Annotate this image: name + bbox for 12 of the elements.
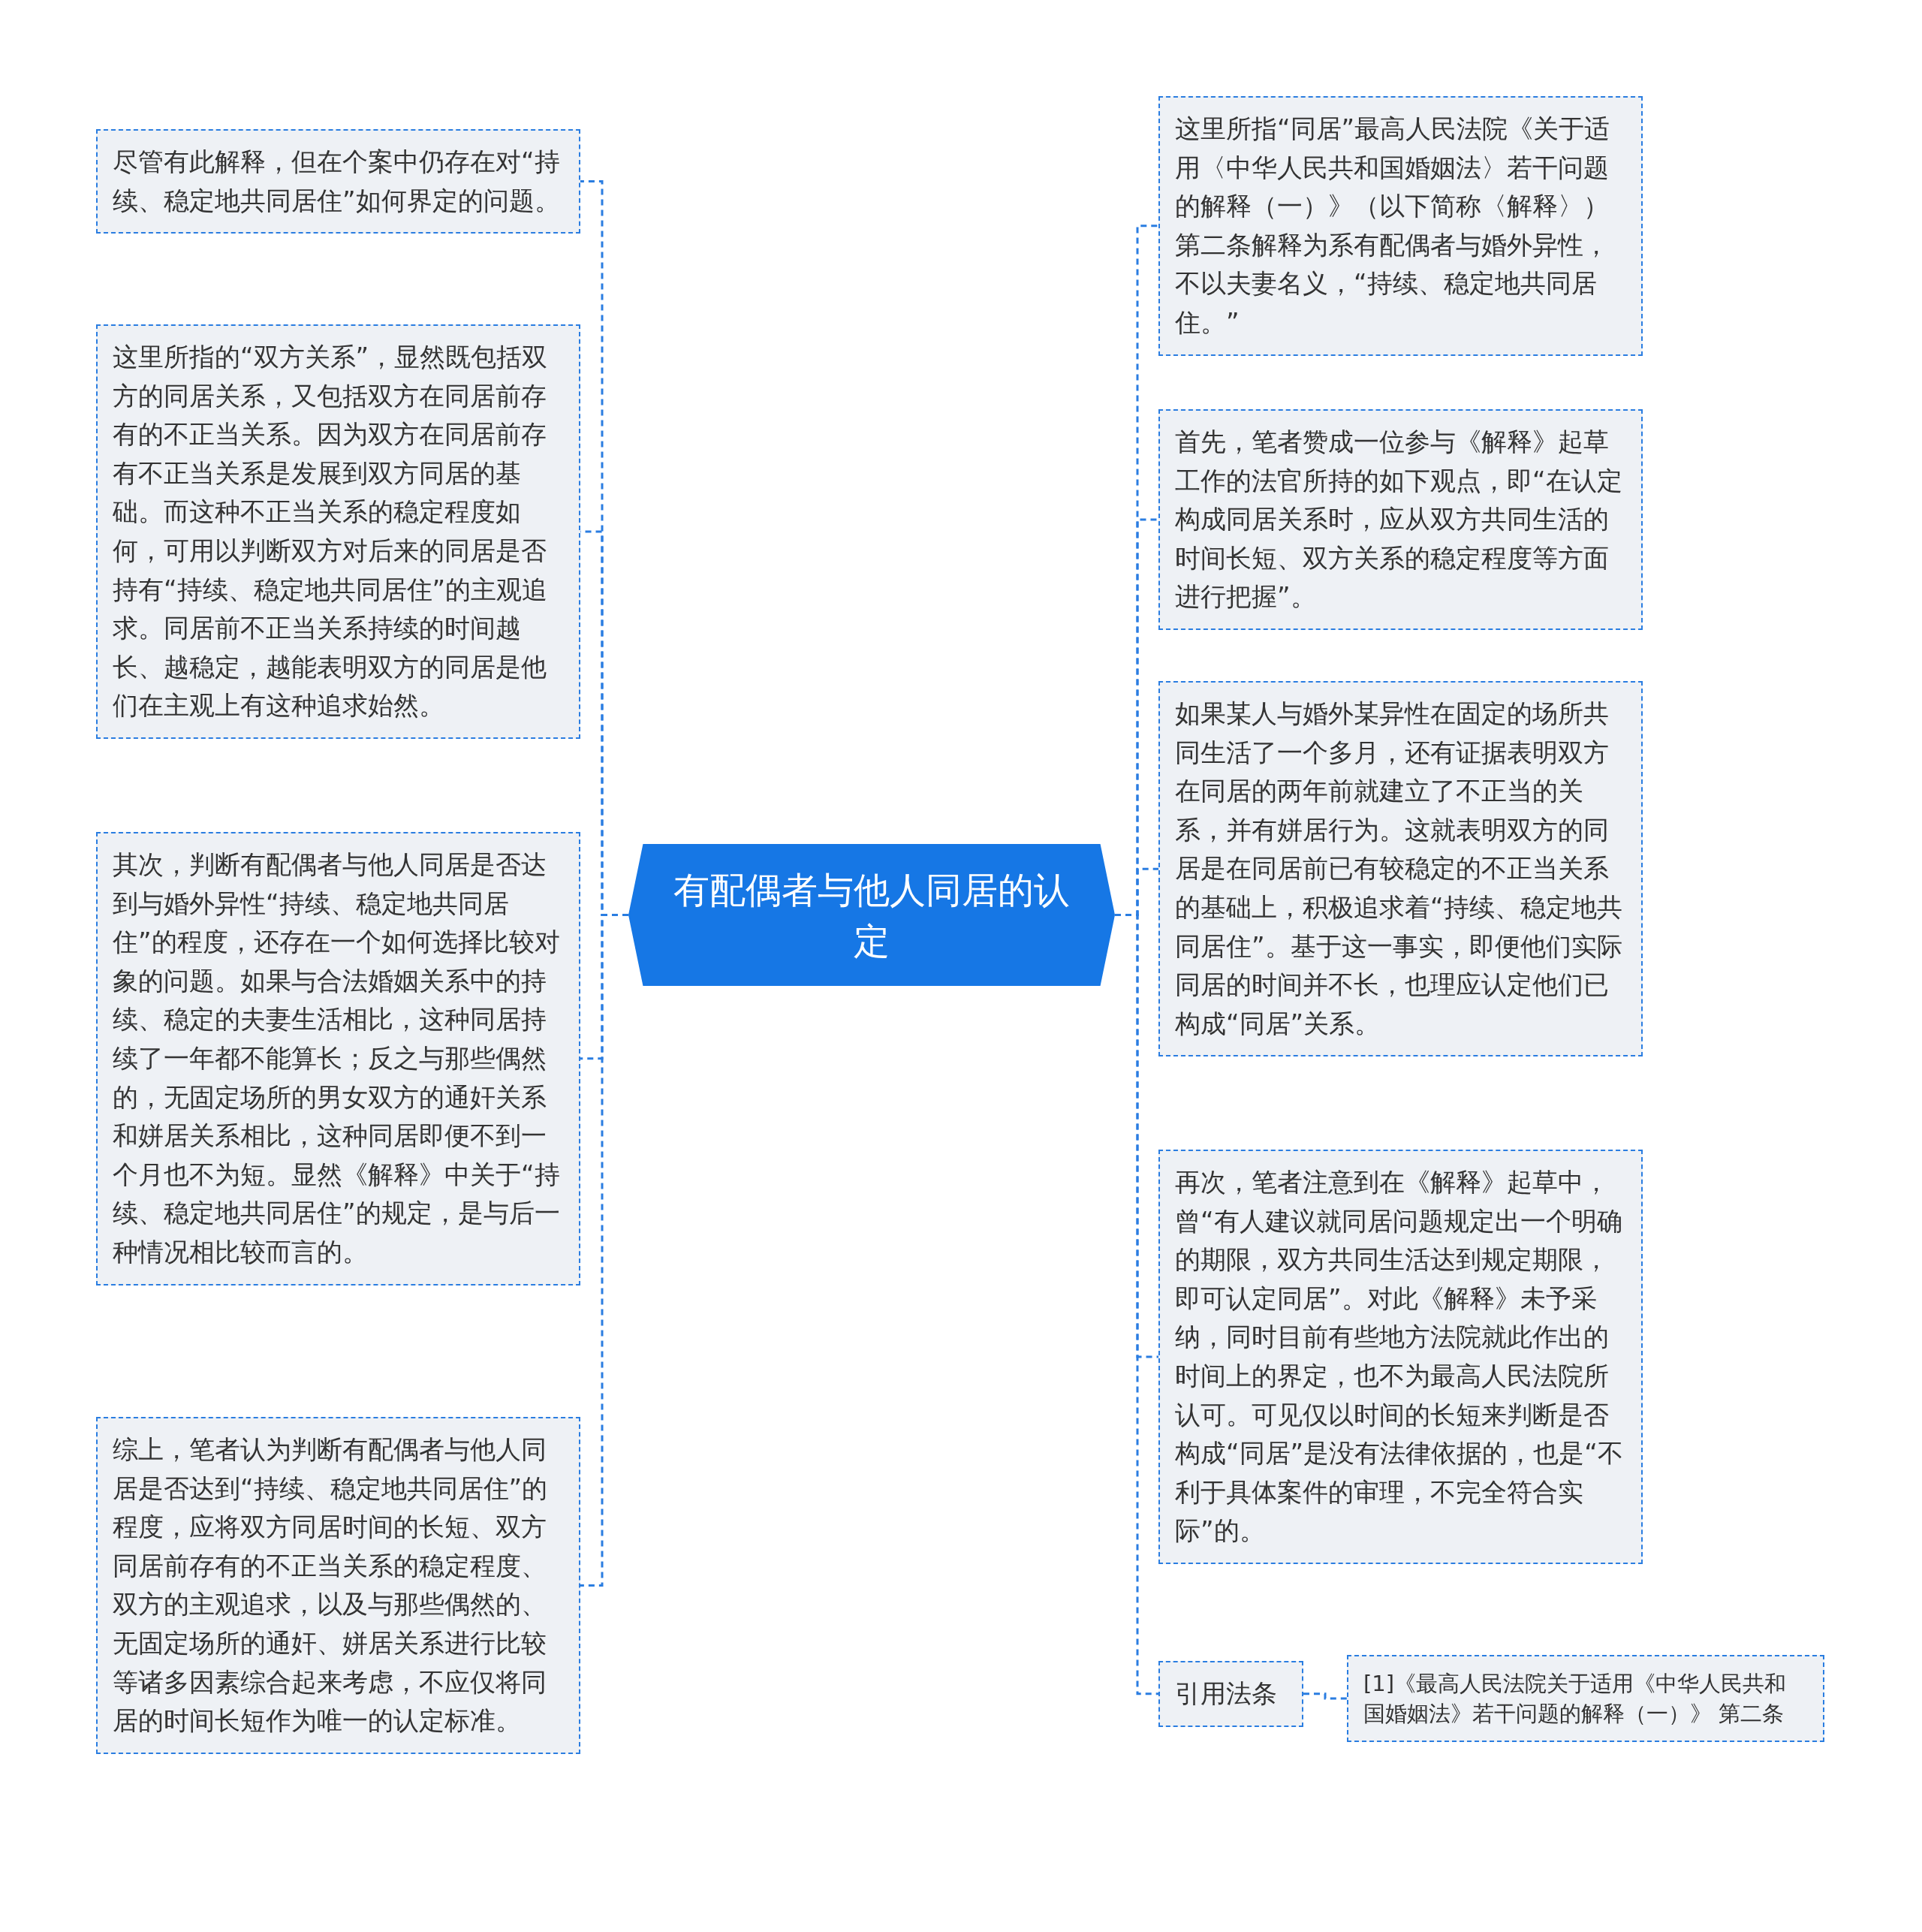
topic-card: 其次，判断有配偶者与他人同居是否达到与婚外异性“持续、稳定地共同居住”的程度，还存在一个如何选择比较对象的问题。如果与合法婚姻关系中的持续、稳定的夫妻生活相比，这种同居持续了一年都不能算长；反之与那些偶然的，无固定场所的男女双方的通奸关系和姘居关系相比，这种同居即便不到一个月也不为短。显然《解释》中关于“持续、稳定地共同居住”的规定，是与后一种情况相比较而言的。 — [96, 832, 580, 1285]
topic-card: 这里所指“同居”最高人民法院《关于适用〈中华人民共和国婚姻法〉若干问题的解释（一）》（以下简称〈解释〉）第二条解释为系有配偶者与婚外异性，不以夫妻名义，“持续、稳定地共同居住。” — [1158, 96, 1643, 356]
topic-card: 这里所指的“双方关系”，显然既包括双方的同居关系，又包括双方在同居前存有的不正当关系。因为双方在同居前存有不正当关系是发展到双方同居的基础。而这种不正当关系的稳定程度如何，可用以判断双方对后来的同居是否持有“持续、稳定地共同居住”的主观追求。同居前不正当关系持续的时间越长、越稳定，越能表明双方的同居是他们在主观上有这种追求始然。 — [96, 324, 580, 739]
central-topic: 有配偶者与他人同居的认定 — [628, 844, 1115, 986]
topic-card: 首先，笔者赞成一位参与《解释》起草工作的法官所持的如下观点，即“在认定构成同居关系时，应从双方共同生活的时间长短、双方关系的稳定程度等方面进行把握”。 — [1158, 409, 1643, 630]
topic-card: 引用法条 — [1158, 1661, 1303, 1727]
topic-card: 尽管有此解释，但在个案中仍存在对“持续、稳定地共同居住”如何界定的问题。 — [96, 129, 580, 234]
topic-card: [1]《最高人民法院关于适用《中华人民共和国婚姻法》若干问题的解释（一）》 第二条 — [1347, 1655, 1824, 1742]
connector-line — [1303, 1692, 1347, 1700]
topic-card: 再次，笔者注意到在《解释》起草中，曾“有人建议就同居问题规定出一个明确的期限，双方共同生活达到规定期限，即可认定同居”。对此《解释》未予采纳，同时目前有些地方法院就此作出的时间上的界定，也不为最高人民法院所认可。可见仅以时间的长短来判断是否构成“同居”是没有法律依据的，也是“不利于具体案件的审理，不完全符合实际”的。 — [1158, 1150, 1643, 1564]
topic-card: 如果某人与婚外某异性在固定的场所共同生活了一个多月，还有证据表明双方在同居的两年前就建立了不正当的关系，并有姘居行为。这就表明双方的同居是在同居前已有较稳定的不正当关系的基础上，积极追求着“持续、稳定地共同居住”。基于这一事实，即便他们实际同居的时间并不长，也理应认定他们已构成“同居”关系。 — [1158, 681, 1643, 1057]
topic-card: 综上，笔者认为判断有配偶者与他人同居是否达到“持续、稳定地共同居住”的程度，应将双方同居时间的长短、双方同居前存有的不正当关系的稳定程度、双方的主观追求，以及与那些偶然的、无固定场所的通奸、姘居关系进行比较等诸多因素综合起来考虑，不应仅将同居的时间长短作为唯一的认定标准。 — [96, 1417, 580, 1754]
